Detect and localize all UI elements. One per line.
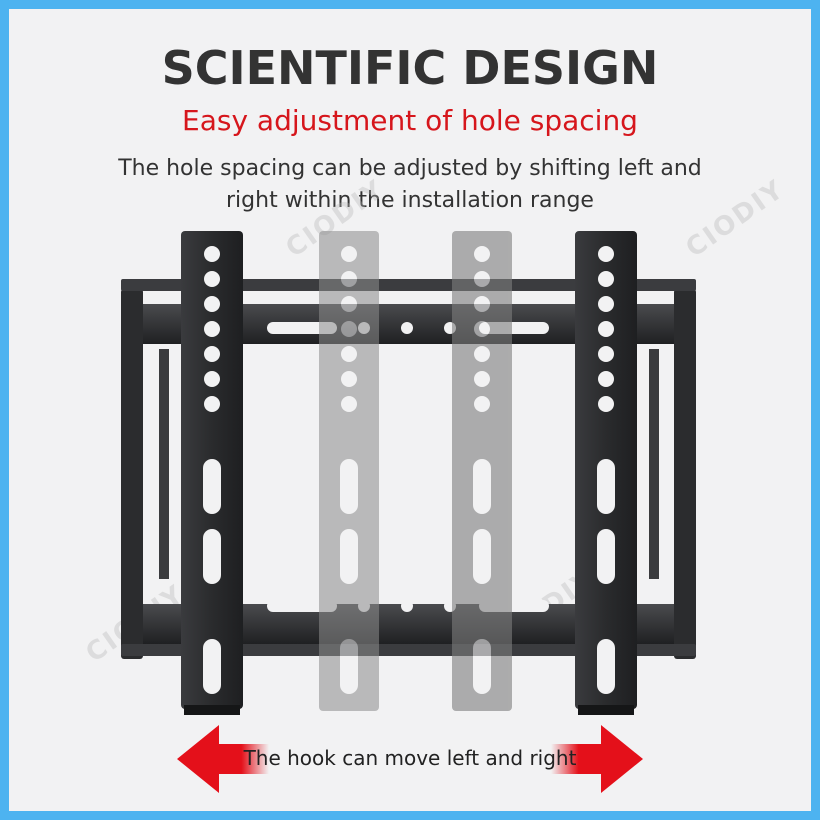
wall-plate	[121, 279, 696, 659]
tv-mount-illustration	[121, 231, 696, 793]
description: The hole spacing can be adjusted by shif…	[118, 156, 702, 213]
right-arrow-icon	[551, 725, 643, 793]
hook-left	[181, 231, 243, 715]
hook-ghost-left	[319, 231, 379, 711]
arrow-caption: The hook can move left and right	[243, 746, 577, 770]
left-arrow-icon	[177, 725, 269, 793]
subheadline: Easy adjustment of hole spacing	[182, 104, 638, 137]
headline: SCIENTIFIC DESIGN	[161, 41, 659, 95]
hook-right	[575, 231, 637, 715]
hook-ghost-right	[452, 231, 512, 711]
